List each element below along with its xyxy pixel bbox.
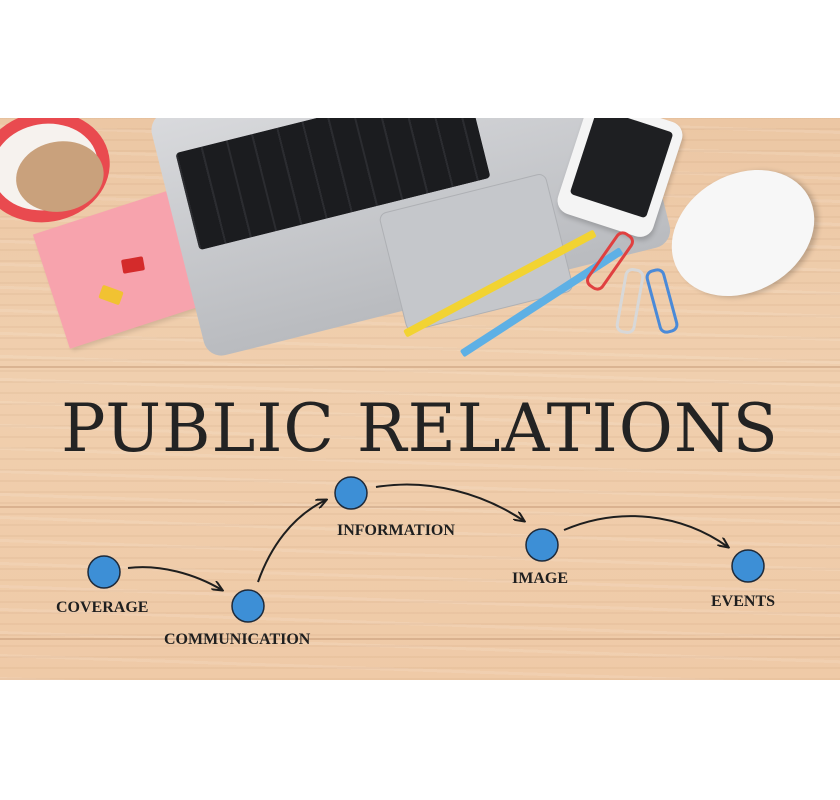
step-node — [525, 528, 559, 562]
step-node — [231, 589, 265, 623]
step-label: EVENTS — [711, 593, 775, 610]
flow-arrow — [563, 515, 728, 547]
flow-arrow — [127, 566, 222, 590]
plank-seam — [0, 366, 840, 368]
step-node — [87, 555, 121, 589]
step-node — [334, 476, 368, 510]
page-title: PUBLIC RELATIONS — [61, 390, 779, 467]
wooden-desk-background — [0, 118, 840, 680]
step-label: IMAGE — [512, 570, 568, 587]
step-label: INFORMATION — [337, 522, 455, 539]
step-node — [731, 549, 765, 583]
flow-arrow — [375, 483, 524, 521]
step-label: COMMUNICATION — [164, 631, 311, 648]
flow-arrow — [257, 500, 326, 583]
plank-seam — [0, 506, 840, 508]
step-label: COVERAGE — [56, 599, 148, 616]
plank-seam — [0, 638, 840, 640]
